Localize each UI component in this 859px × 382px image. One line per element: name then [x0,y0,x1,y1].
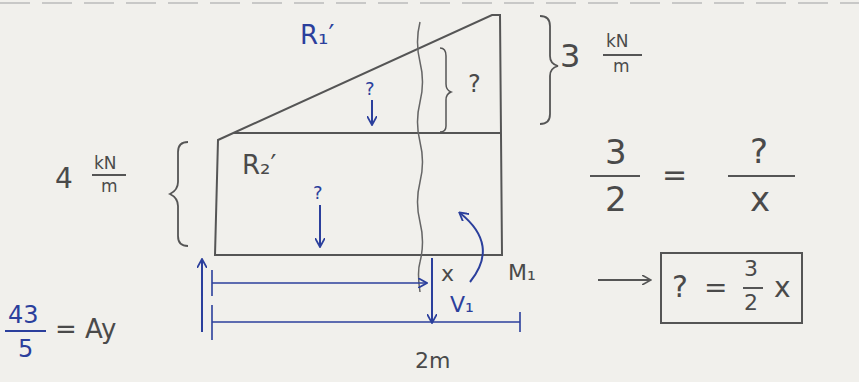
unknown-mark: ? [468,72,481,96]
resultant-arrow [319,205,321,246]
moment-arrow [460,213,483,282]
page-edge [0,2,859,4]
reaction-name: = Ay [55,316,116,342]
section-cut [418,22,423,292]
brace [170,142,188,246]
fraction-bar [92,55,795,176]
dimension-value: 2m [415,350,450,372]
result-box: ? = 3 2x [660,252,803,324]
unit: m [613,58,630,75]
distributed-load [215,15,502,255]
unit: kN [94,155,117,172]
load-value: 4 [55,165,73,193]
unknown-mark: ? [365,80,375,98]
brace [440,48,451,132]
equation-term: = [662,160,687,190]
reaction-arrow [201,260,203,332]
unit: kN [606,33,629,50]
equation-term: 3 [605,135,627,169]
fraction-bar [5,330,46,332]
fraction-bar [743,287,763,289]
shear-arrow [431,258,433,322]
equation-term: 2 [605,182,627,216]
unknown-mark: ? [313,184,323,202]
equation-term: ? [750,134,768,168]
unit: m [101,178,118,195]
equation-term: x [774,274,791,302]
reaction-value: 5 [18,337,33,361]
load-value: 3 [560,40,580,72]
dimension-line [212,270,520,340]
implies-arrow [598,279,650,281]
equation-term: ? [672,272,688,302]
force-name: R₂′ [242,152,276,178]
equation-term: 2 [744,292,758,314]
equation-term: x [750,182,770,216]
equation-term: 3 [744,258,758,280]
moment-name: M₁ [508,262,536,284]
force-name: R₁′ [300,22,334,48]
dimension-variable: x [441,263,454,285]
resultant-arrow [371,100,373,124]
brace [540,16,558,124]
equation-term: = [704,274,727,302]
shear-name: V₁ [450,294,474,316]
reaction-value: 43 [8,303,39,327]
